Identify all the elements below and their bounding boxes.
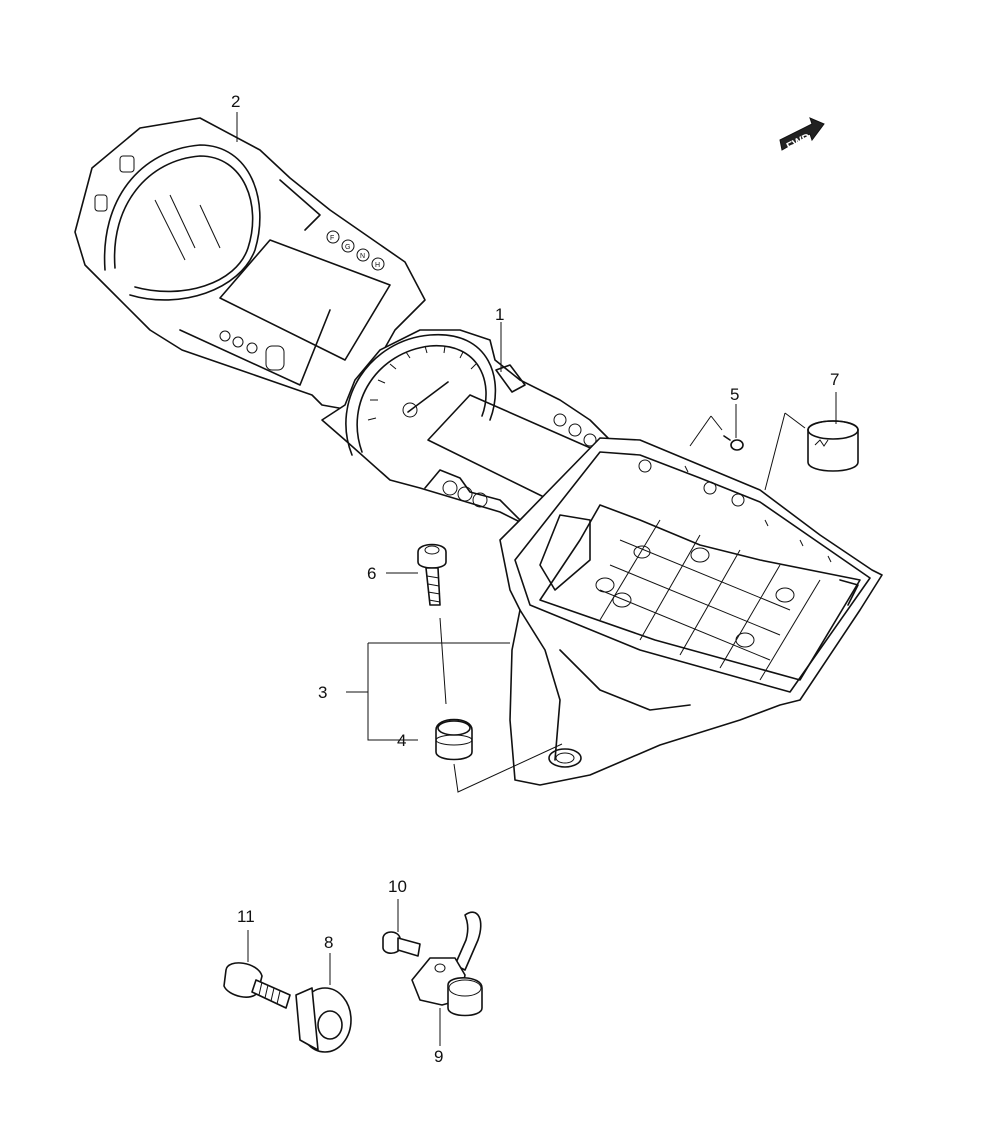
rotor-part-8 [295, 987, 352, 1053]
callout-1: 1 [495, 305, 504, 324]
callout-7: 7 [830, 370, 839, 389]
callout-2: 2 [231, 92, 240, 111]
speed-sensor-part-9 [411, 911, 483, 1017]
fwd-label: FWD [785, 131, 813, 153]
indicator-letter: H [375, 262, 380, 269]
screw-part-5 [723, 435, 744, 451]
indicator-letter: F [330, 235, 334, 242]
callout-5: 5 [730, 385, 739, 404]
callout-11: 11 [237, 907, 255, 926]
leader-lines [236, 112, 837, 1046]
callout-4: 4 [397, 731, 406, 750]
meter-case-part-3 [499, 437, 883, 786]
indicator-letter: N [360, 253, 365, 260]
forward-direction-arrow: FWD [779, 117, 825, 153]
meter-assembly-part-1 [321, 329, 611, 523]
callout-10: 10 [388, 877, 407, 896]
bolt-part-10 [382, 931, 421, 957]
callout-9: 9 [434, 1047, 443, 1066]
callout-3: 3 [318, 683, 327, 702]
bolt-part-6 [417, 543, 447, 606]
indicator-letter: G [345, 244, 350, 251]
grommet-part-7 [807, 420, 859, 472]
callout-8: 8 [324, 933, 333, 952]
indicator-lamps: F G N H [330, 235, 380, 269]
grommet-part-4 [435, 718, 473, 761]
meter-cover-part-2 [74, 117, 426, 411]
bolt-part-11 [223, 962, 291, 1009]
callout-6: 6 [367, 564, 376, 583]
